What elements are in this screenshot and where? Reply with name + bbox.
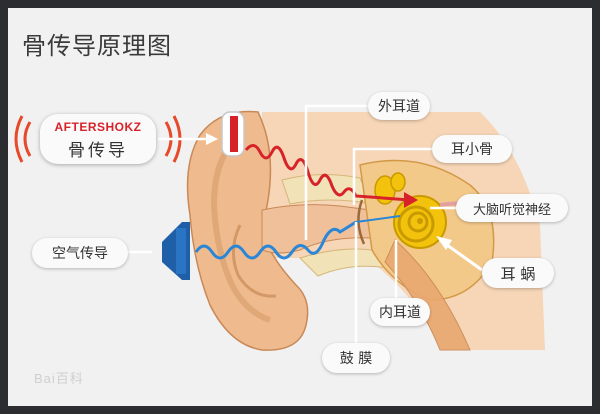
label-cochlea: 耳 蜗 [482, 258, 554, 288]
cochlea-spiral-icon [393, 195, 447, 249]
label-outer-ear-canal: 外耳道 [368, 92, 430, 120]
label-ossicles: 耳小骨 [432, 135, 512, 163]
skull-bone [281, 173, 373, 205]
inner-blue-line [355, 215, 401, 223]
label-auditory-nerve: 大脑听觉神经 [456, 194, 568, 222]
concha [232, 224, 277, 298]
arrow-cochlea-head-icon [436, 236, 452, 250]
label-inner-ear-canal: 内耳道 [370, 298, 430, 326]
leader-ossicles [352, 147, 432, 205]
label-air-conduction: 空气传导 [32, 238, 128, 268]
eustachian-tube [384, 239, 471, 351]
bone-conduction-wave [244, 144, 411, 202]
leader-outer-ear-canal [304, 104, 368, 240]
diagram-title: 骨传导原理图 [22, 32, 172, 60]
bone-transducer-icon [221, 111, 245, 157]
watermark-logo: Bai百科 [34, 371, 84, 386]
label-eardrum: 鼓 膜 [322, 343, 390, 373]
brand-name: AFTERSHOKZ [54, 120, 142, 134]
auricle-inner-fold [210, 137, 272, 323]
brand-badge: AFTERSHOKZ 骨传导 [40, 114, 156, 164]
arrow-brand-icon [206, 133, 218, 145]
bone-wave-arrow-icon [404, 192, 418, 208]
sound-waves-left-icon [14, 115, 32, 163]
air-conduction-wave [194, 220, 357, 260]
brand-label: 骨传导 [68, 141, 128, 161]
ear-canal [261, 204, 373, 254]
